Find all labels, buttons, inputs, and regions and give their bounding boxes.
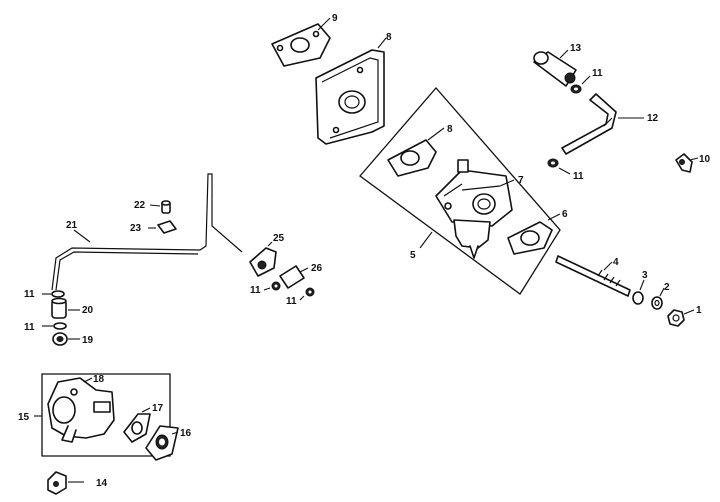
- nut-1[interactable]: [667, 309, 685, 327]
- callout-14: 14: [96, 478, 108, 489]
- callout-23: 23: [130, 223, 142, 234]
- callout-11-filter: 11: [592, 68, 603, 79]
- sleeve-26[interactable]: [279, 265, 305, 289]
- callout-26: 26: [311, 263, 323, 274]
- clamp-11-filter[interactable]: [570, 84, 582, 94]
- callout-18: 18: [93, 374, 105, 385]
- callout-11-upper: 11: [24, 289, 35, 300]
- callout-22: 22: [134, 200, 146, 211]
- part-22[interactable]: [161, 200, 171, 214]
- part-23[interactable]: [157, 220, 177, 234]
- fuel-hose-12[interactable]: [561, 93, 617, 155]
- clamp-11-elbow[interactable]: [271, 281, 281, 291]
- clamp-11-lower[interactable]: [53, 322, 67, 330]
- gasket-17[interactable]: [123, 413, 151, 443]
- callout-9: 9: [332, 13, 338, 24]
- callout-5: 5: [410, 250, 416, 261]
- gasket-9[interactable]: [271, 23, 331, 67]
- callout-16: 16: [180, 428, 192, 439]
- callout-2: 2: [664, 282, 670, 293]
- gasket-16[interactable]: [145, 425, 179, 461]
- callout-1: 1: [696, 305, 702, 316]
- carburetor-7[interactable]: [435, 159, 513, 259]
- callout-11-sleeve: 11: [286, 296, 297, 307]
- stud-4[interactable]: [555, 255, 631, 297]
- callout-25: 25: [273, 233, 285, 244]
- callout-8-baffle: 8: [386, 32, 392, 43]
- air-baffle-8[interactable]: [315, 49, 385, 145]
- callout-7: 7: [518, 175, 524, 186]
- callout-13: 13: [570, 43, 582, 54]
- callout-15: 15: [18, 412, 30, 423]
- callout-10: 10: [699, 154, 711, 165]
- callout-19: 19: [82, 335, 94, 346]
- callout-6: 6: [562, 209, 568, 220]
- callout-21: 21: [66, 220, 78, 231]
- callout-11-hose: 11: [573, 171, 584, 182]
- carburetor-assembly-frame: [359, 87, 561, 295]
- fuel-pump-18[interactable]: [47, 377, 115, 443]
- gasket-8-inner[interactable]: [387, 139, 437, 177]
- filter-20[interactable]: [51, 297, 67, 319]
- callout-20: 20: [82, 305, 94, 316]
- gasket-6[interactable]: [507, 221, 553, 255]
- clamp-11-hose[interactable]: [547, 158, 559, 168]
- fitting-14[interactable]: [47, 471, 67, 495]
- clamp-11-upper[interactable]: [51, 290, 65, 298]
- fuel-line-21[interactable]: [51, 173, 243, 291]
- callout-12: 12: [647, 113, 659, 124]
- clamp-11-sleeve[interactable]: [305, 287, 315, 297]
- part-10[interactable]: [675, 153, 693, 173]
- fuel-filter-13[interactable]: [533, 51, 577, 87]
- callout-4: 4: [613, 257, 619, 268]
- elbow-25[interactable]: [249, 247, 277, 277]
- washer-2[interactable]: [651, 296, 663, 310]
- callout-17: 17: [152, 403, 164, 414]
- callout-11-elbow: 11: [250, 285, 261, 296]
- fitting-19[interactable]: [52, 332, 68, 346]
- callout-11-lower: 11: [24, 322, 35, 333]
- callout-8-gasket: 8: [447, 124, 453, 135]
- callout-3: 3: [642, 270, 648, 281]
- fuel-pump-kit-frame: [41, 373, 171, 457]
- washer-3[interactable]: [632, 291, 644, 305]
